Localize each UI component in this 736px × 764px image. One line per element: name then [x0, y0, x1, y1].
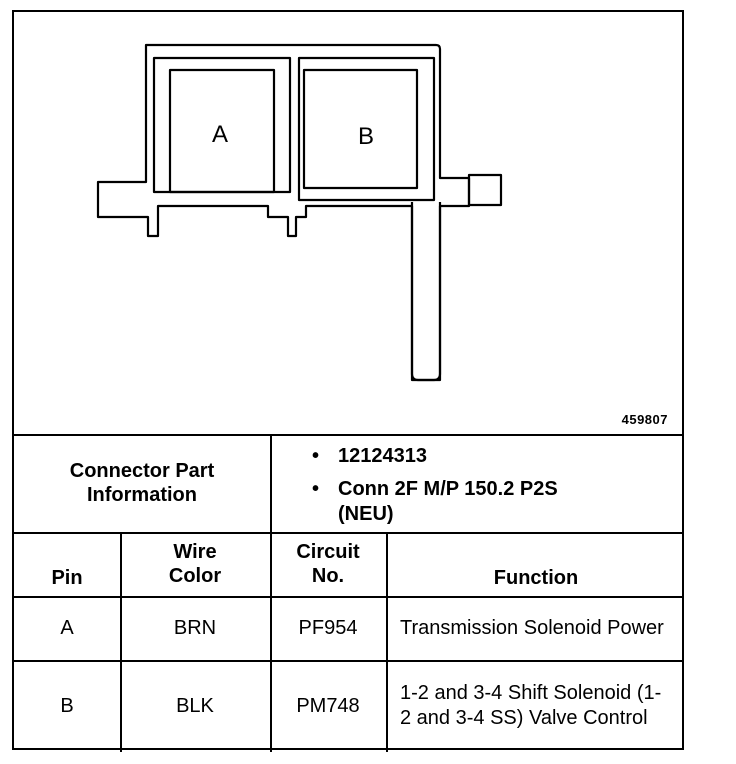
row-b-pin: B	[60, 694, 74, 717]
column-wire-color: Wire Color	[168, 541, 222, 587]
row-b-function: 1-2 and 3-4 Shift Solenoid (1-2 and 3-4 …	[400, 682, 662, 729]
column-function: Function	[493, 567, 579, 589]
column-circuit-no: Circuit No.	[296, 541, 360, 587]
row-b-circuit: PM748	[296, 694, 360, 717]
slot-b-label: B	[358, 123, 374, 150]
table-top-rule	[14, 434, 682, 436]
connector-part-info-label: Connector Part Information	[69, 460, 215, 506]
cavity-a	[168, 68, 276, 194]
row-a-function: Transmission Solenoid Power	[400, 616, 664, 639]
slot-a-label: A	[212, 121, 228, 148]
cavity-b	[302, 68, 419, 190]
header-rule	[14, 532, 682, 534]
connector-latch	[467, 173, 503, 207]
connector-body-outer	[96, 43, 471, 382]
column-pin: Pin	[51, 567, 83, 589]
description-item: •Conn 2F M/P 150.2 P2S (NEU)	[312, 477, 568, 527]
connector-frame: A B 459807 Connector Part Information •1…	[12, 10, 684, 752]
connector-diagram: A B 459807	[14, 12, 682, 434]
row-a-wire-color: BRN	[173, 616, 217, 639]
divider-pin	[120, 532, 122, 752]
reference-number: 459807	[621, 412, 668, 427]
connector-body-inner	[152, 56, 292, 194]
connector-outline: A B	[96, 43, 503, 382]
divider-function	[386, 532, 388, 752]
row-b-wire-color: BLK	[176, 694, 214, 717]
part-number: 12124313	[338, 445, 427, 467]
connector-part-list: •12124313 •Conn 2F M/P 150.2 P2S (NEU)	[312, 444, 568, 535]
row-a-pin: A	[60, 616, 74, 639]
part-number-item: •12124313	[312, 445, 427, 467]
row-a-rule	[14, 660, 682, 662]
divider-circuit-left	[270, 434, 272, 752]
connector-lever	[410, 202, 442, 382]
columns-rule	[14, 596, 682, 598]
row-a-circuit: PF954	[298, 616, 358, 639]
connector-description: Conn 2F M/P 150.2 P2S (NEU)	[338, 478, 558, 525]
